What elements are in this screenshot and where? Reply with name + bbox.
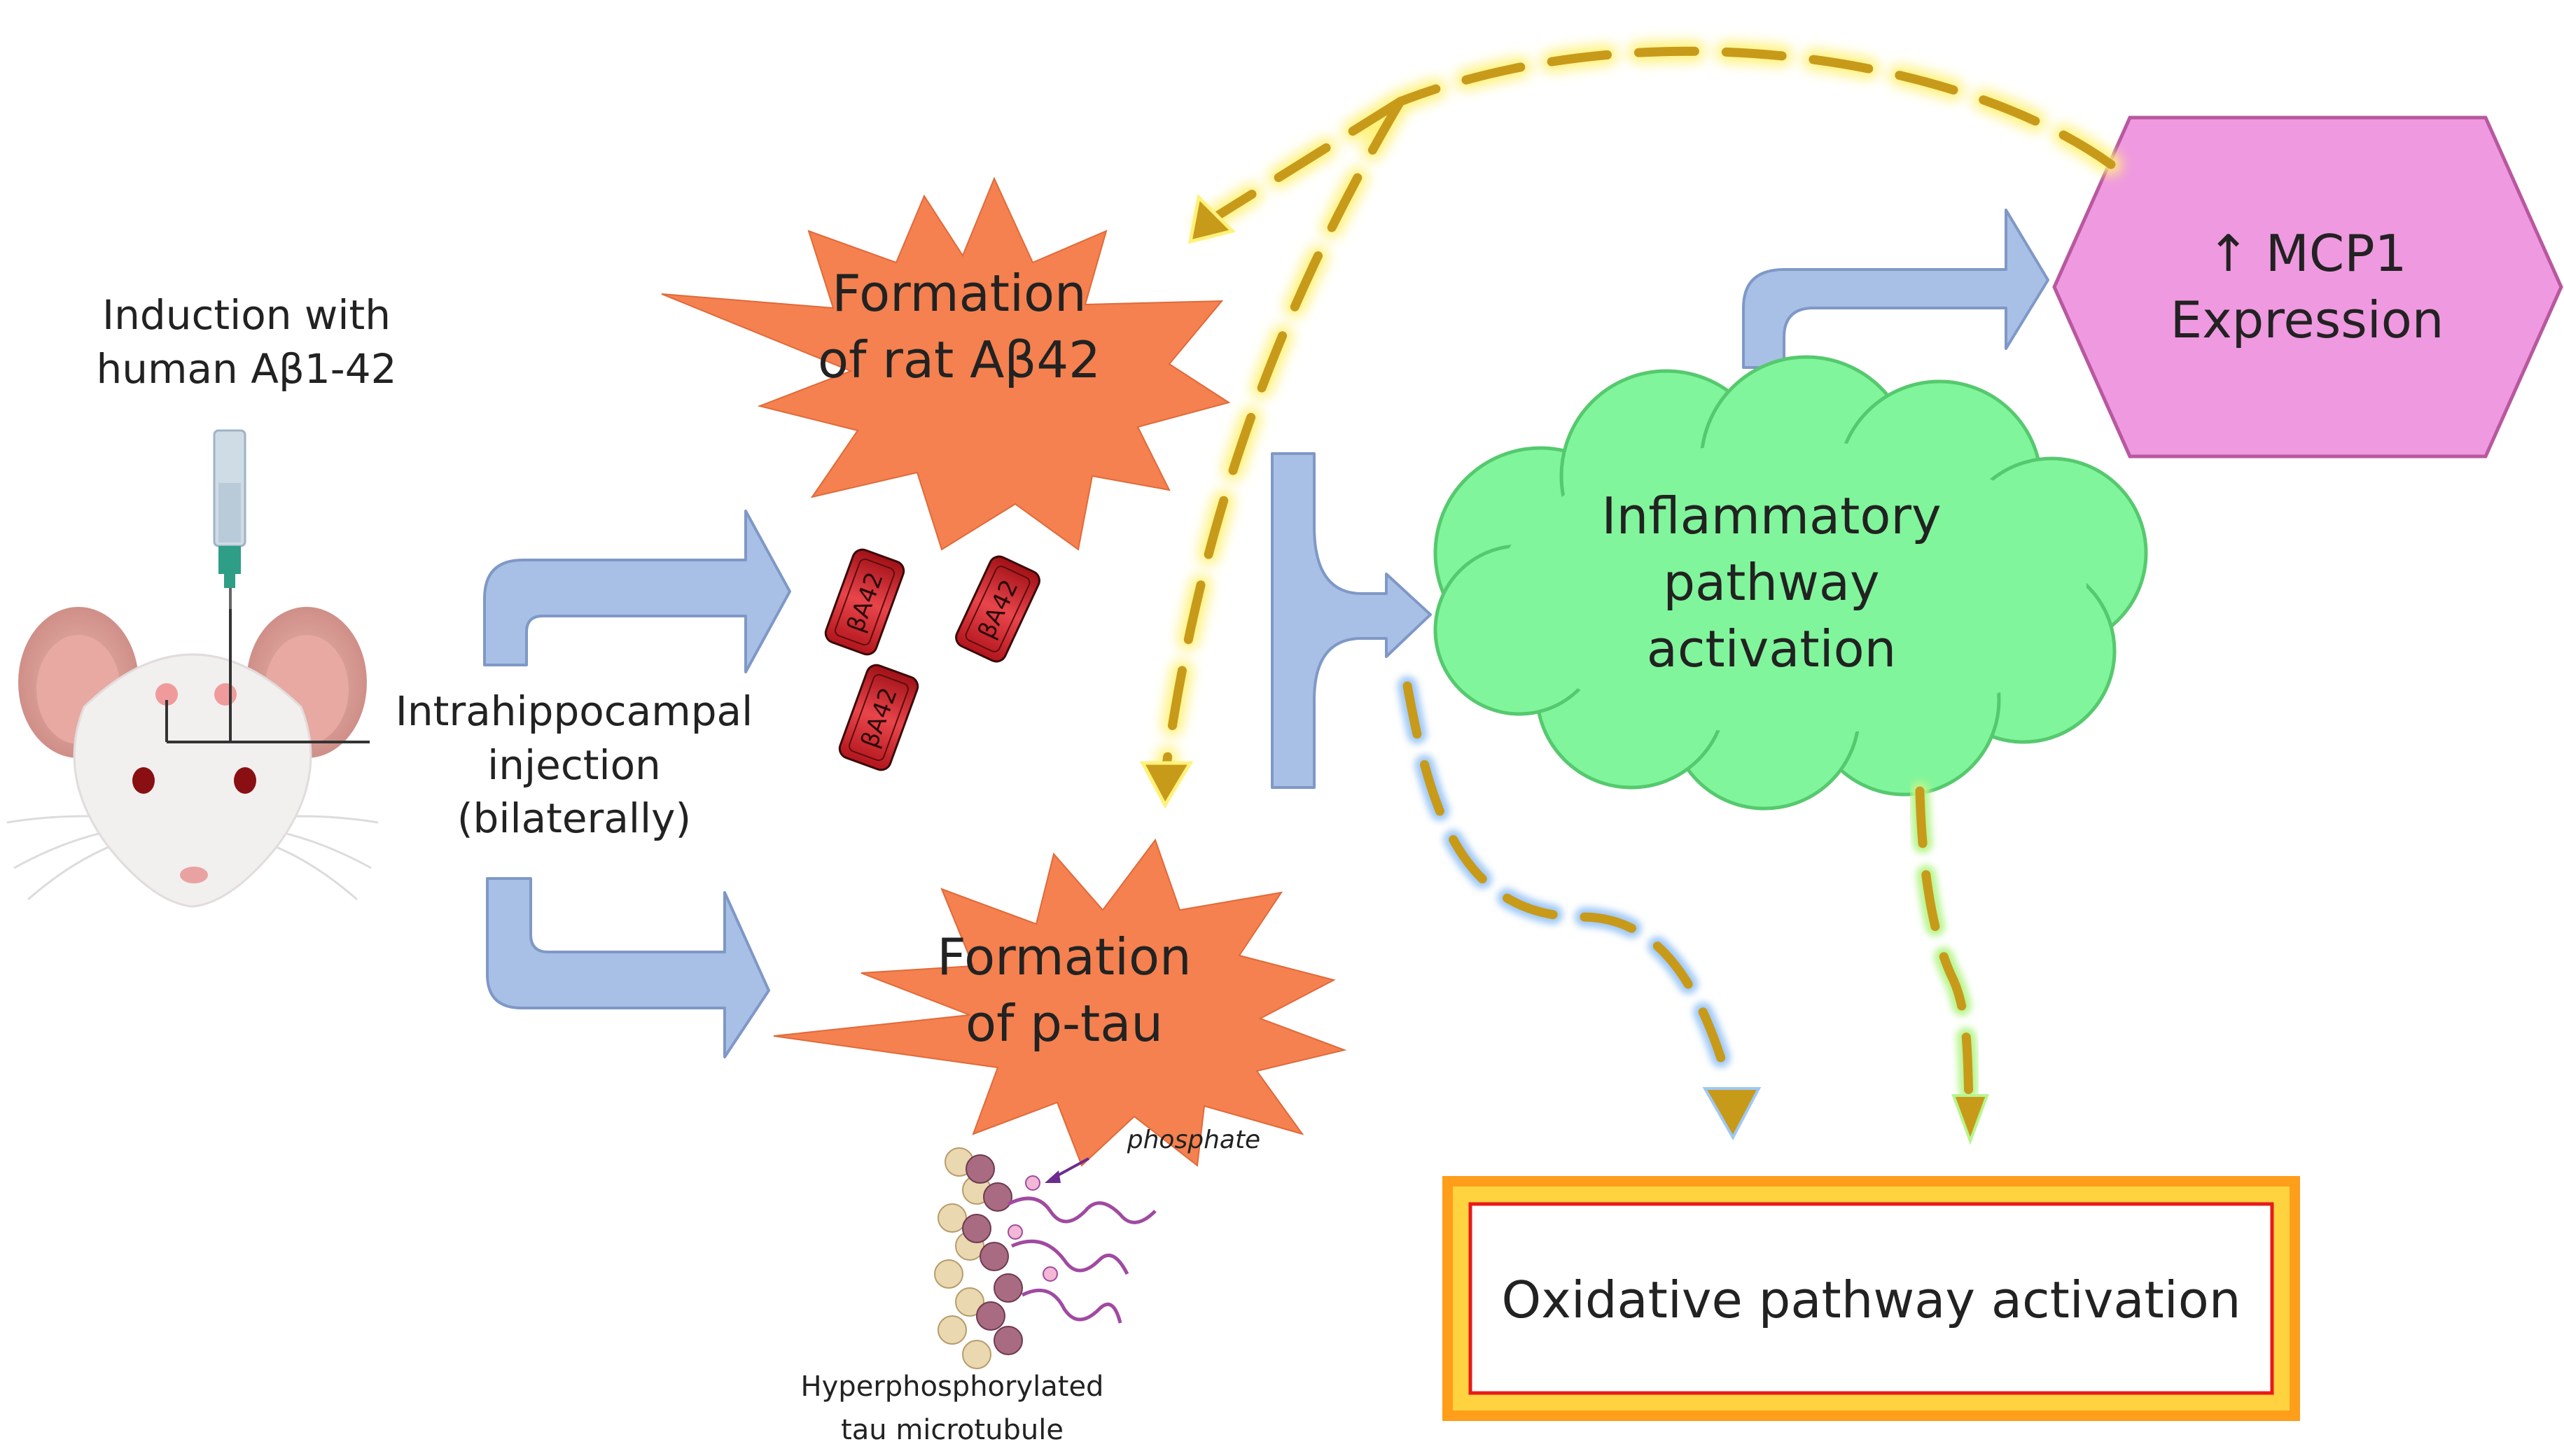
block-arrow-to-ptau: [486, 877, 770, 1058]
cloud-inflammatory: [1433, 355, 2148, 811]
rat-abeta-line2: of rat Aβ42: [818, 330, 1101, 390]
phosphate-text: phosphate: [1127, 1126, 1261, 1154]
hexagon-mcp1: [2052, 115, 2563, 458]
tau-caption-line2: tau microtubule: [841, 1414, 1064, 1446]
rat-abeta-line1: Formation: [832, 264, 1087, 323]
block-arrow-to-abeta: [483, 510, 791, 673]
oxidative-text: Oxidative pathway activation: [1501, 1270, 2241, 1329]
tau-microtubule-illustration: [934, 1147, 1157, 1369]
inflammatory-line3: activation: [1646, 620, 1897, 679]
abeta-pill-group: βA42 βA42 βA42: [824, 548, 1040, 771]
injection-label: Intrahippocampal injection (bilaterally): [392, 685, 756, 846]
dashed-arrow-merge-to-oxidative: [1398, 676, 1762, 1141]
rat-head-illustration: [6, 581, 379, 908]
abeta-pill: βA42: [955, 555, 1040, 663]
induction-line2: human Aβ1-42: [96, 344, 397, 393]
inflammatory-line2: pathway: [1663, 553, 1880, 612]
ptau-label: Formation of p-tau: [889, 924, 1239, 1057]
rat-abeta-label: Formation of rat Aβ42: [784, 260, 1134, 393]
inflammatory-line1: Inflammatory: [1601, 486, 1942, 545]
starburst-rat-abeta: [661, 176, 1231, 551]
syringe-icon: [213, 429, 246, 609]
block-arrow-merge-to-inflammatory: [1271, 452, 1432, 789]
tau-caption-line1: Hyperphosphorylated: [800, 1371, 1104, 1403]
injection-line2: injection: [487, 741, 661, 789]
phosphate-label: phosphate: [1110, 1124, 1278, 1157]
tau-caption: Hyperphosphorylated tau microtubule: [742, 1365, 1162, 1452]
mcp1-line2: Expression: [2170, 290, 2444, 350]
oxidative-box: [1442, 1176, 2300, 1421]
inflammatory-label: Inflammatory pathway activation: [1568, 483, 1974, 682]
induction-line1: Induction with: [102, 291, 391, 339]
starburst-ptau: [773, 838, 1347, 1167]
mcp1-label: ↑ MCP1 Expression: [2143, 220, 2472, 354]
abeta-pill: βA42: [824, 548, 905, 656]
abeta-pill: βA42: [838, 664, 919, 771]
injection-line3: (bilaterally): [457, 794, 692, 843]
oxidative-label: Oxidative pathway activation: [1470, 1267, 2272, 1334]
block-arrow-to-mcp1: [1742, 209, 2049, 369]
injection-line1: Intrahippocampal: [395, 687, 753, 735]
mcp1-line1: ↑ MCP1: [2207, 224, 2407, 283]
ptau-line1: Formation: [937, 927, 1192, 986]
ptau-line2: of p-tau: [966, 994, 1163, 1054]
dashed-arrow-inflammatory-to-oxidative: [1910, 781, 1989, 1145]
dashed-arrow-feedback-mcp1: [1139, 41, 2121, 809]
induction-label: Induction with human Aβ1-42: [78, 288, 414, 396]
